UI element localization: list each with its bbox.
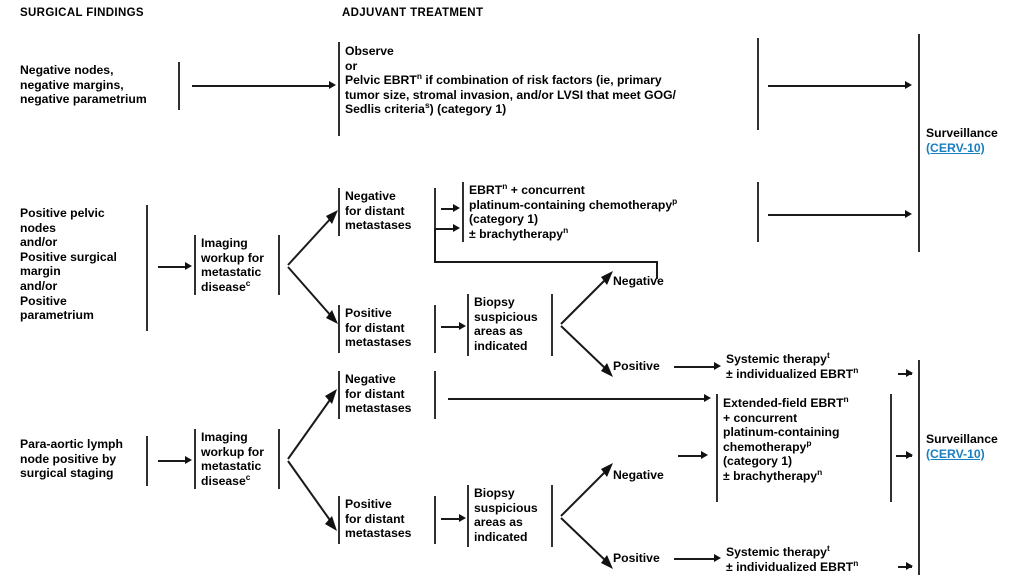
row3-extended-to-surveillance-arrow	[906, 451, 913, 459]
row1-to-surveillance-line	[768, 85, 908, 87]
row2-positive-to-biopsy-line	[441, 326, 461, 328]
row3-imaging-bracket-right	[278, 429, 280, 489]
row3-biopsy-diagonals	[560, 463, 613, 569]
outcome-surveillance-bottom-label: Surveillance	[926, 432, 998, 446]
outcome-surveillance-bottom: Surveillance(CERV-10)	[926, 432, 1024, 461]
row2-loopback-vertical-left	[434, 228, 436, 262]
row2-negative-to-ebrt-line	[441, 208, 455, 210]
finding-negative-nodes: Negative nodes, negative margins, negati…	[20, 63, 147, 107]
row2-negative-to-ebrt-arrow	[453, 204, 460, 212]
row2-systemic-to-bar-arrow	[906, 369, 913, 377]
row3-biopsy-bracket-left	[467, 485, 469, 547]
label-biopsy-negative-row3: Negative	[613, 468, 664, 482]
row2-finding-bracket	[146, 205, 148, 331]
node-positive-distant-mets-row2: Positive for distant metastases	[345, 306, 412, 350]
row3-positive-to-biopsy-arrow	[459, 514, 466, 522]
row3-negative-to-extended-arrow	[704, 394, 711, 402]
node-systemic-therapy-row2: Systemic therapyt± individualized EBRTn	[726, 349, 859, 381]
row2-imaging-bracket-right	[278, 235, 280, 295]
node-negative-distant-mets-row2: Negative for distant metastases	[345, 189, 412, 233]
row2-negative-bracket-left	[338, 188, 340, 236]
row2-biopsy-bracket-right	[551, 294, 553, 356]
node-positive-distant-mets-row3: Positive for distant metastases	[345, 497, 412, 541]
node-biopsy-row2: Biopsy suspicious areas as indicated	[474, 295, 538, 353]
row2-to-surveillance-line	[768, 214, 908, 216]
row2-loopback-into-ebrt-line	[434, 228, 455, 230]
row3-branch-diagonals	[287, 389, 337, 531]
cerv-10-link-top[interactable]: (CERV-10)	[926, 140, 985, 155]
row3-systemic-to-bar-arrow	[906, 562, 913, 570]
row2-negative-bracket-right	[434, 188, 436, 236]
finding-para-aortic-lymph-node: Para-aortic lymph node positive by surgi…	[20, 437, 123, 481]
row3-finding-bracket	[146, 436, 148, 486]
outcome-surveillance-top-label: Surveillance	[926, 126, 998, 140]
row1-treatment-bracket	[338, 42, 340, 136]
row2-imaging-bracket-left	[194, 235, 196, 295]
row2-loopback-into-ebrt-arrow	[453, 224, 460, 232]
row3-positive-to-systemic-arrow	[714, 554, 721, 562]
row1-to-surveillance-arrow	[905, 81, 912, 89]
row2-positive-bracket-left	[338, 305, 340, 353]
row2-output-bracket	[757, 182, 759, 242]
label-biopsy-positive-row2: Positive	[613, 359, 660, 373]
row2-biopsy-diagonals	[560, 271, 613, 377]
row3-imaging-bracket-left	[194, 429, 196, 489]
row2-positive-to-biopsy-arrow	[459, 322, 466, 330]
row3-biopsy-bracket-right	[551, 485, 553, 547]
finding-positive-pelvic-nodes: Positive pelvic nodes and/or Positive su…	[20, 206, 117, 323]
row3-positive-bracket-left	[338, 496, 340, 544]
node-systemic-therapy-row3: Systemic therapyt± individualized EBRTn	[726, 542, 859, 574]
row2-systemic-to-bar-line	[898, 373, 912, 375]
row3-extended-bracket-left	[716, 394, 718, 502]
node-negative-distant-mets-row3: Negative for distant metastases	[345, 372, 412, 416]
row1-arrow-head	[329, 81, 336, 89]
row3-extended-to-surveillance-line	[896, 455, 912, 457]
row3-biopsy-negative-to-extended-arrow	[701, 451, 708, 459]
row2-branch-diagonals	[287, 210, 338, 324]
row3-positive-to-biopsy-line	[441, 518, 461, 520]
cerv-10-link-bottom[interactable]: (CERV-10)	[926, 446, 985, 461]
row2-positive-bracket-right	[434, 305, 436, 353]
row2-to-surveillance-arrow	[905, 210, 912, 218]
row2-biopsy-bracket-left	[467, 294, 469, 356]
node-biopsy-row3: Biopsy suspicious areas as indicated	[474, 486, 538, 544]
row2-positive-to-systemic-arrow	[714, 362, 721, 370]
row1-output-bracket	[757, 38, 759, 130]
row3-negative-to-extended-line	[448, 398, 706, 400]
column-header-adjuvant-treatment: ADJUVANT TREATMENT	[342, 7, 484, 19]
row3-positive-to-systemic-line	[674, 558, 716, 560]
row3-biopsy-negative-to-extended-line	[678, 455, 704, 457]
outcome-surveillance-top: Surveillance(CERV-10)	[926, 126, 1024, 155]
row3-negative-bracket-right	[434, 371, 436, 419]
row3-positive-bracket-right	[434, 496, 436, 544]
row1-finding-bracket	[178, 62, 180, 110]
row3-systemic-to-bar-line	[898, 566, 912, 568]
label-biopsy-positive-row3: Positive	[613, 551, 660, 565]
row2-positive-to-systemic-line	[674, 366, 716, 368]
row2-loopback-vertical-right	[656, 261, 658, 279]
row3-negative-bracket-left	[338, 371, 340, 419]
row2-loopback-horizontal	[434, 261, 658, 263]
label-biopsy-negative-row2: Negative	[613, 274, 664, 288]
row2-ebrt-bracket	[462, 182, 464, 242]
bottom-surveillance-bracket	[918, 360, 920, 575]
column-header-surgical-findings: SURGICAL FINDINGS	[20, 7, 144, 19]
row3-to-imaging-line	[158, 460, 186, 462]
row2-to-imaging-arrow	[185, 262, 192, 270]
row3-to-imaging-arrow	[185, 456, 192, 464]
row3-extended-bracket-right	[890, 394, 892, 502]
top-surveillance-bracket	[918, 34, 920, 252]
row2-to-imaging-line	[158, 266, 186, 268]
row1-arrow-line	[192, 85, 330, 87]
